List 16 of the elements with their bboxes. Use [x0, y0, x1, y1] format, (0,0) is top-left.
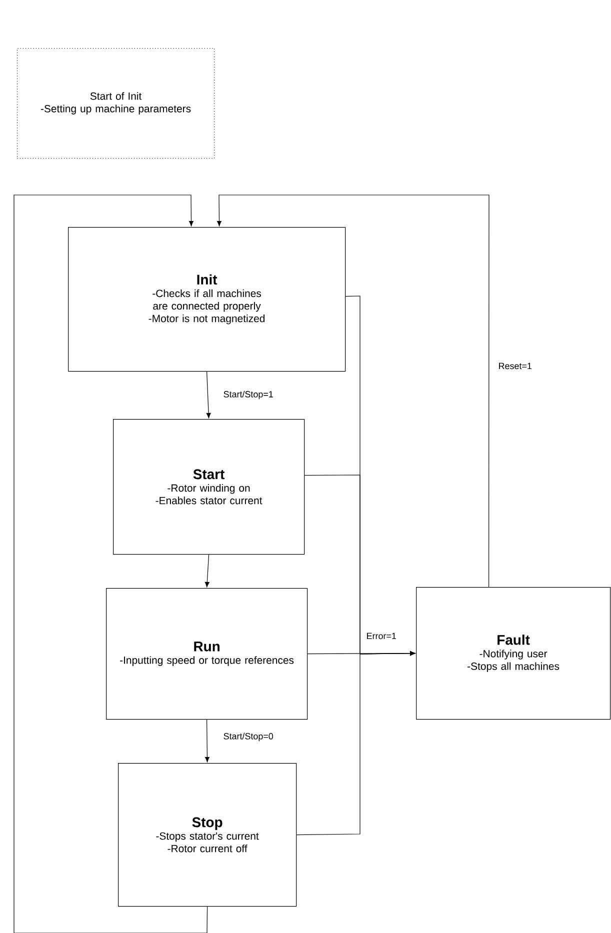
arrow — [204, 719, 210, 762]
state-box: Start -Rotor winding on -Enables stator current — [113, 419, 305, 555]
state-box: Stop -Stops stator's current -Rotor current off — [118, 763, 297, 907]
state-box: Fault -Notifying user -Stops all machines — [416, 587, 611, 720]
edge-label: Error=1 — [365, 632, 398, 640]
edge-label: Start/Stop=0 — [222, 732, 274, 742]
arrow — [14, 194, 208, 933]
state-box: Run -Inputting speed or torque references — [106, 588, 308, 720]
arrow — [206, 371, 211, 418]
state-box: Init -Checks if all machines are connected properly -Motor is not magnetized — [68, 227, 346, 372]
arrow — [296, 651, 416, 836]
edge-label: Start/Stop=1 — [222, 390, 274, 400]
note-box: Start of Init -Setting up machine parameters — [17, 48, 215, 159]
arrow — [204, 554, 210, 588]
edge-label: Reset=1 — [497, 362, 533, 370]
arrow — [217, 194, 490, 588]
